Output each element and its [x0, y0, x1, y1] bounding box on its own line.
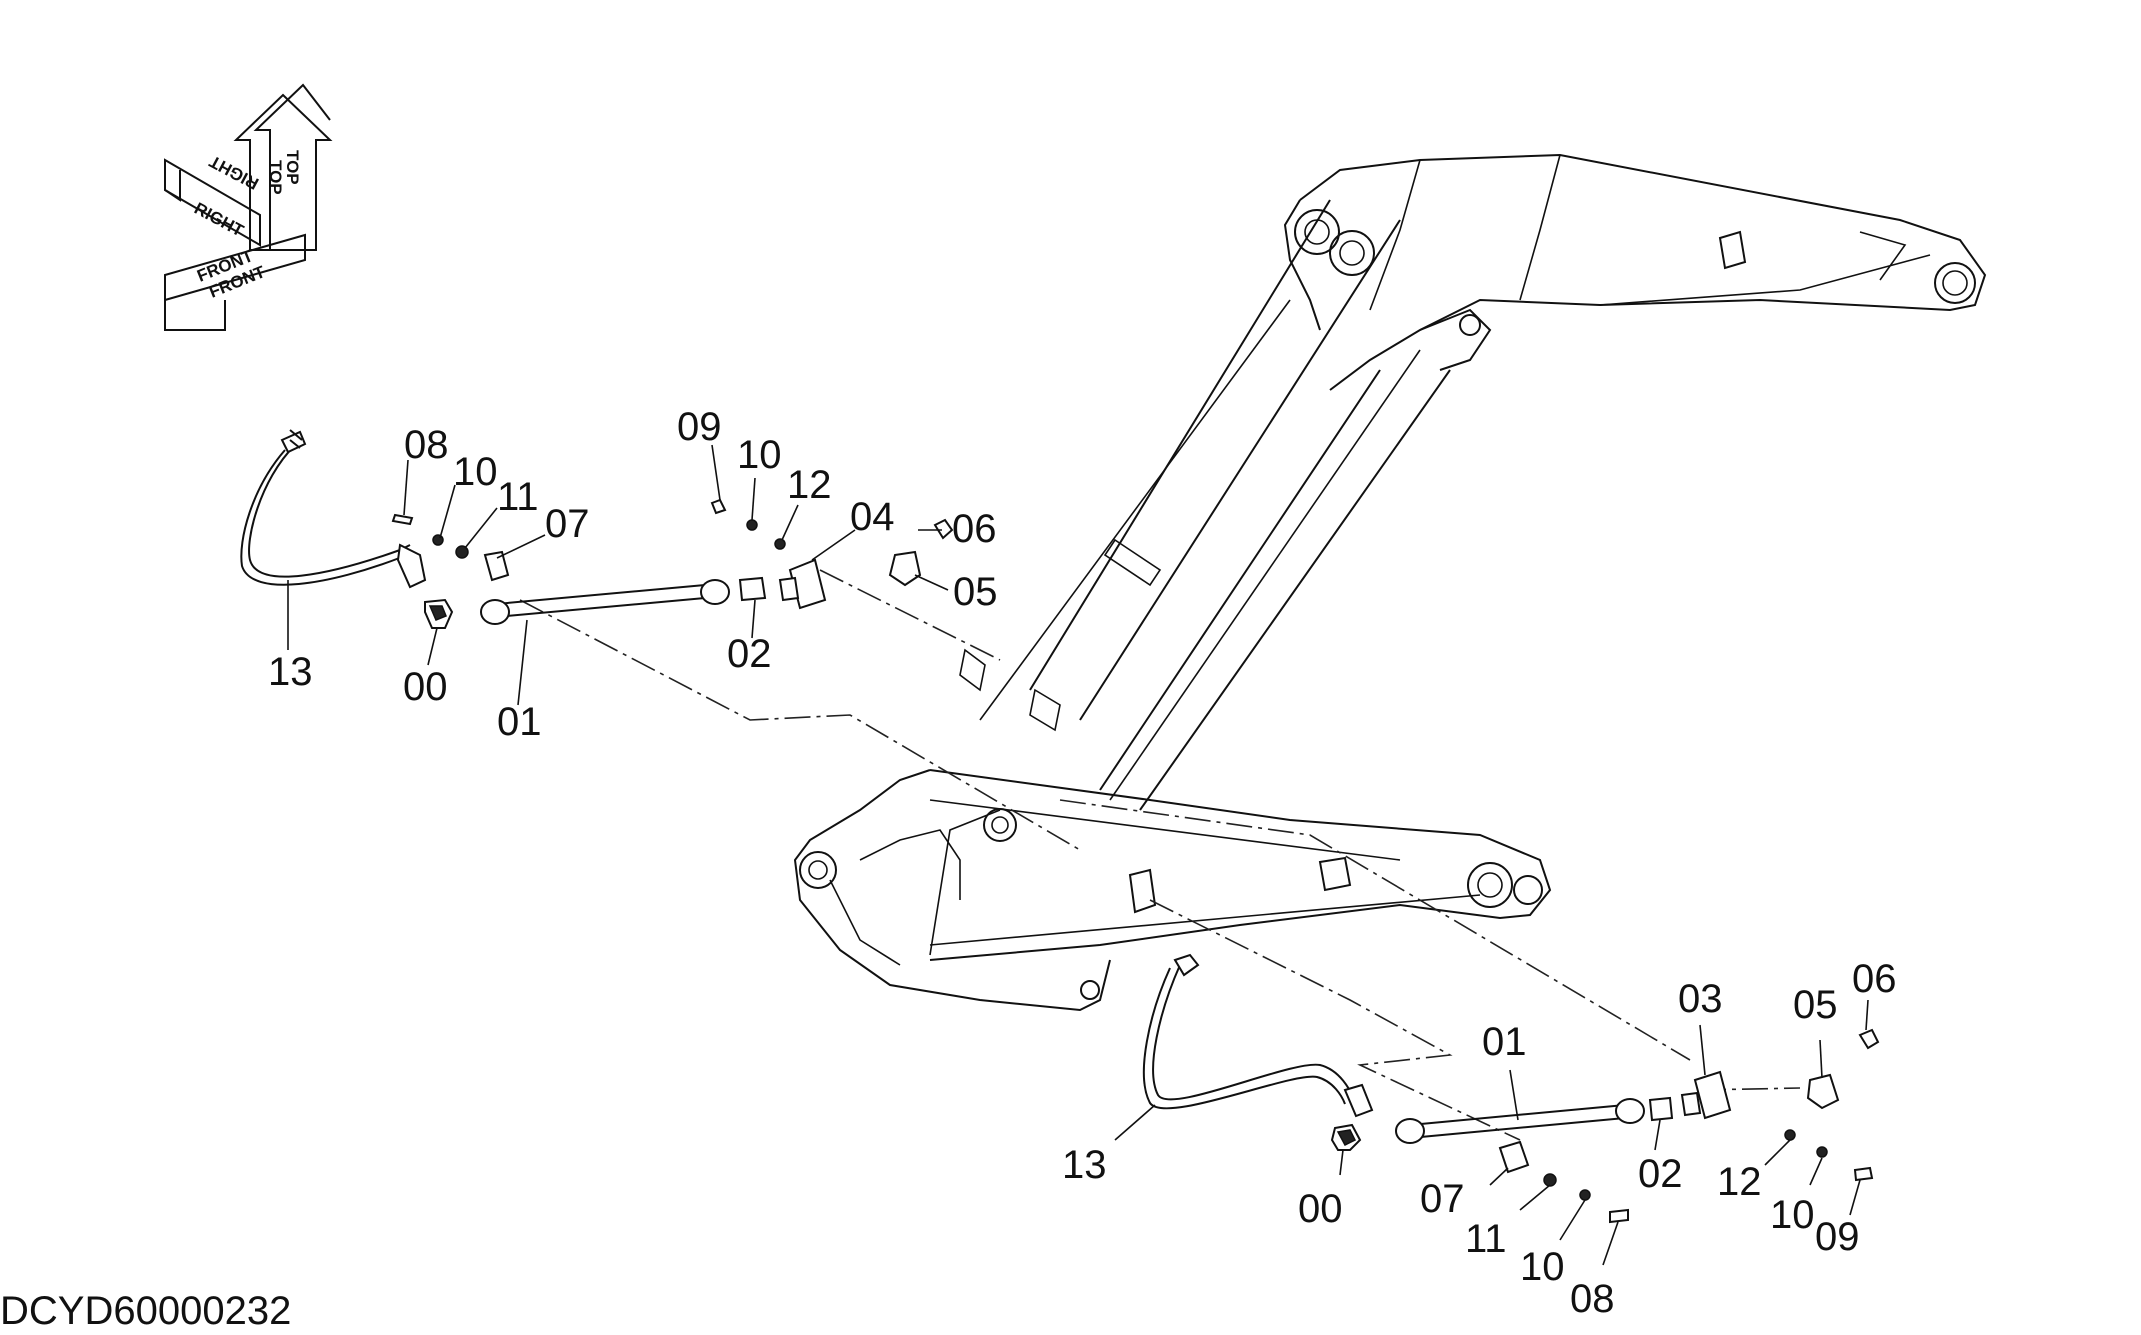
- orientation-icon: TOP TOP RIGHT RIGHT FRONT FRONT: [164, 83, 333, 331]
- label-upper-10b: 10: [737, 433, 782, 477]
- upper-leader-lines: [287, 444, 949, 706]
- drawing-code: DCYD60000232: [0, 1289, 291, 1333]
- label-upper-08: 08: [404, 423, 449, 467]
- label-upper-00: 00: [403, 665, 448, 709]
- upper-hose-assembly: [240, 429, 954, 629]
- label-upper-12: 12: [787, 463, 832, 507]
- label-lower-11: 11: [1465, 1217, 1507, 1261]
- orientation-right-label: RIGHT: [191, 199, 247, 241]
- label-upper-01: 01: [497, 700, 542, 744]
- label-lower-12: 12: [1717, 1160, 1762, 1204]
- orientation-top-label-2: TOP: [266, 160, 285, 195]
- label-upper-04: 04: [850, 495, 895, 539]
- label-lower-00: 00: [1298, 1187, 1343, 1231]
- label-lower-13: 13: [1062, 1143, 1107, 1187]
- label-upper-10a: 10: [453, 450, 498, 494]
- label-lower-01: 01: [1482, 1020, 1527, 1064]
- orientation-right-label-2: RIGHT: [206, 151, 262, 193]
- lower-leader-lines: [1114, 999, 1869, 1266]
- label-upper-05: 05: [953, 570, 998, 614]
- label-upper-07: 07: [545, 502, 590, 546]
- upper-part-labels: 08 10 11 07 09 10 12 04 06 05 02 01 00 1…: [268, 405, 998, 744]
- routing-lines: [519, 569, 1801, 1141]
- label-lower-07: 07: [1420, 1177, 1465, 1221]
- label-lower-10b: 10: [1770, 1193, 1815, 1237]
- label-upper-11: 11: [497, 475, 539, 519]
- lower-part-labels: 01 03 05 06 13 00 07 11 10 08 02 12 10 0…: [1062, 957, 1897, 1321]
- label-lower-02: 02: [1638, 1152, 1683, 1196]
- label-lower-09: 09: [1815, 1215, 1860, 1259]
- label-lower-10a: 10: [1520, 1245, 1565, 1289]
- boom-structure: [793, 153, 1987, 1012]
- label-upper-13: 13: [268, 650, 313, 694]
- orientation-top-label: TOP: [283, 150, 302, 185]
- label-lower-05: 05: [1793, 983, 1838, 1027]
- label-lower-06: 06: [1852, 957, 1897, 1001]
- label-upper-02: 02: [727, 632, 772, 676]
- label-upper-06: 06: [952, 507, 997, 551]
- label-upper-09: 09: [677, 405, 722, 449]
- label-lower-08: 08: [1570, 1277, 1615, 1321]
- label-lower-03: 03: [1678, 977, 1723, 1021]
